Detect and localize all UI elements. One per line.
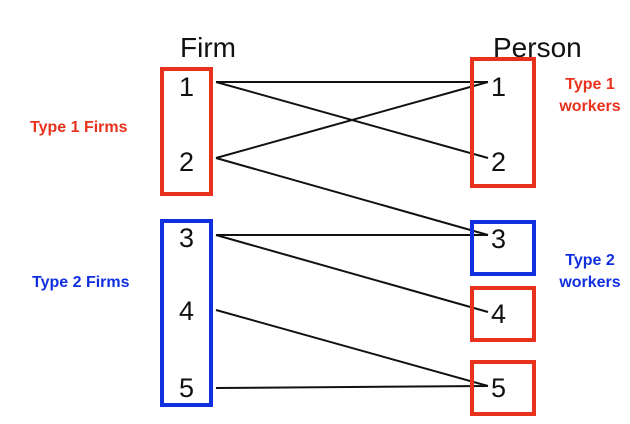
- worker5-box: [470, 360, 536, 416]
- type1-workers-label: Type 1 workers: [552, 74, 628, 117]
- type2-firms-label: Type 2 Firms: [32, 274, 130, 291]
- firm-1-label: 1: [179, 72, 195, 102]
- person-1-label: 1: [491, 72, 507, 102]
- type1-firms-box: [160, 67, 213, 196]
- type1-firms-label: Type 1 Firms: [30, 119, 128, 136]
- person-3-label: 3: [491, 224, 507, 254]
- person-column-title: Person: [493, 32, 582, 63]
- edge-firm-3-to-person-4: [215, 234, 489, 313]
- edge-firm-2-to-person-1: [215, 81, 489, 159]
- type2-workers-label-line1: Type 2: [565, 252, 615, 269]
- firm-column-title: Firm: [180, 32, 236, 63]
- firm-2-label: 2: [179, 147, 195, 177]
- worker4-box: [470, 286, 536, 342]
- type1-workers-label-line1: Type 1: [565, 76, 615, 93]
- firm-3-label: 3: [179, 223, 195, 253]
- firm-5-label: 5: [179, 373, 195, 403]
- type1-workers-label-line2: workers: [559, 97, 621, 115]
- firm-4-label: 4: [179, 296, 195, 326]
- edge-firm-2-to-person-3: [215, 157, 489, 236]
- person-4-label: 4: [491, 299, 507, 329]
- edge-firm-4-to-person-5: [215, 309, 489, 387]
- type2-firms-box: [160, 219, 213, 407]
- type1-workers-box: [470, 57, 536, 188]
- type2-workers-label: Type 2 workers: [552, 250, 628, 293]
- person-2-label: 2: [491, 147, 507, 177]
- type2-workers-label-line2: workers: [559, 273, 621, 291]
- person-5-label: 5: [491, 373, 507, 403]
- type2-workers-box: [470, 220, 536, 276]
- edge-firm-5-to-person-5: [215, 385, 489, 389]
